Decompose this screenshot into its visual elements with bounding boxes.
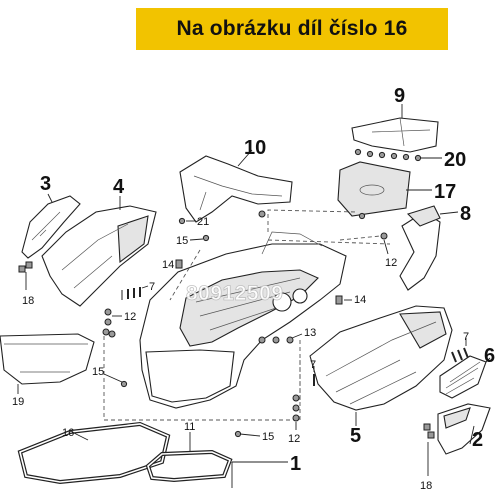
part-13-nuts-left — [102, 328, 116, 338]
callout-16: 16 — [62, 427, 74, 439]
part-20-screws — [354, 148, 442, 162]
callout-19: 19 — [12, 396, 24, 408]
part-12-nuts-right — [380, 232, 389, 255]
callout-3: 3 — [40, 173, 51, 195]
callout-13: 13 — [304, 327, 316, 339]
part-3-side-panel — [21, 193, 81, 259]
part-12-nuts-mid — [292, 394, 300, 430]
part-6-grille — [439, 355, 491, 399]
part-15-screw-tray — [258, 210, 366, 220]
part-5-right-cover — [309, 305, 453, 426]
callout-14-left: 14 — [162, 259, 174, 271]
part-4-inner-panel — [41, 196, 157, 307]
callout-18-left: 18 — [22, 295, 34, 307]
part-16-gasket — [17, 421, 171, 485]
watermark: 80912509 — [186, 282, 283, 305]
callout-20: 20 — [444, 149, 466, 171]
callout-8: 8 — [460, 203, 471, 225]
part-12-nuts-left — [104, 308, 122, 326]
part-18-clip-left — [18, 261, 33, 290]
callout-15-bottom: 15 — [262, 431, 274, 443]
callout-12-mid: 12 — [288, 433, 300, 445]
part-7-screws-left — [121, 285, 149, 300]
part-13-nuts-mid — [258, 333, 303, 344]
callout-15-top: 15 — [176, 235, 188, 247]
part-9-bracket — [351, 104, 439, 153]
callout-18-right: 18 — [420, 480, 432, 492]
part-number-banner: Na obrázku díl číslo 16 — [136, 8, 448, 50]
part-15-screws — [103, 234, 261, 438]
part-10-rear-cover — [179, 149, 293, 223]
callout-14-right: 14 — [354, 294, 366, 306]
callout-7-mid: 7 — [310, 359, 316, 371]
part-11-small-gasket — [145, 432, 233, 483]
callout-5: 5 — [350, 425, 361, 447]
part-8-right-trim — [399, 205, 459, 291]
callout-1: 1 — [290, 453, 301, 475]
callout-7-left: 7 — [149, 281, 155, 293]
part-18-clip-right — [423, 423, 435, 476]
part-2-lower-cover — [437, 403, 491, 455]
callout-4: 4 — [113, 176, 125, 198]
part-17-shield — [337, 161, 432, 217]
part-7-screws-right — [451, 338, 469, 363]
callout-labels: 9 20 17 10 3 4 8 6 5 2 1 21 15 14 7 12 1… — [12, 85, 495, 492]
callout-6: 6 — [484, 345, 495, 367]
callout-11: 11 — [184, 421, 195, 433]
callout-9: 9 — [394, 85, 405, 107]
callout-10: 10 — [244, 137, 266, 159]
part-14-pins — [175, 259, 352, 305]
callout-17: 17 — [434, 181, 456, 203]
part-21-screw — [178, 217, 196, 225]
callout-12-right: 12 — [385, 257, 397, 269]
assembly-dashed-lines — [103, 209, 391, 421]
callout-21: 21 — [197, 216, 209, 228]
callout-7-right: 7 — [463, 331, 469, 343]
part-1-main-tray — [139, 231, 347, 409]
callout-12-left: 12 — [124, 311, 136, 323]
callout-2: 2 — [472, 429, 483, 451]
part-19-storage-bin — [0, 333, 95, 394]
callout-15-left: 15 — [92, 366, 104, 378]
